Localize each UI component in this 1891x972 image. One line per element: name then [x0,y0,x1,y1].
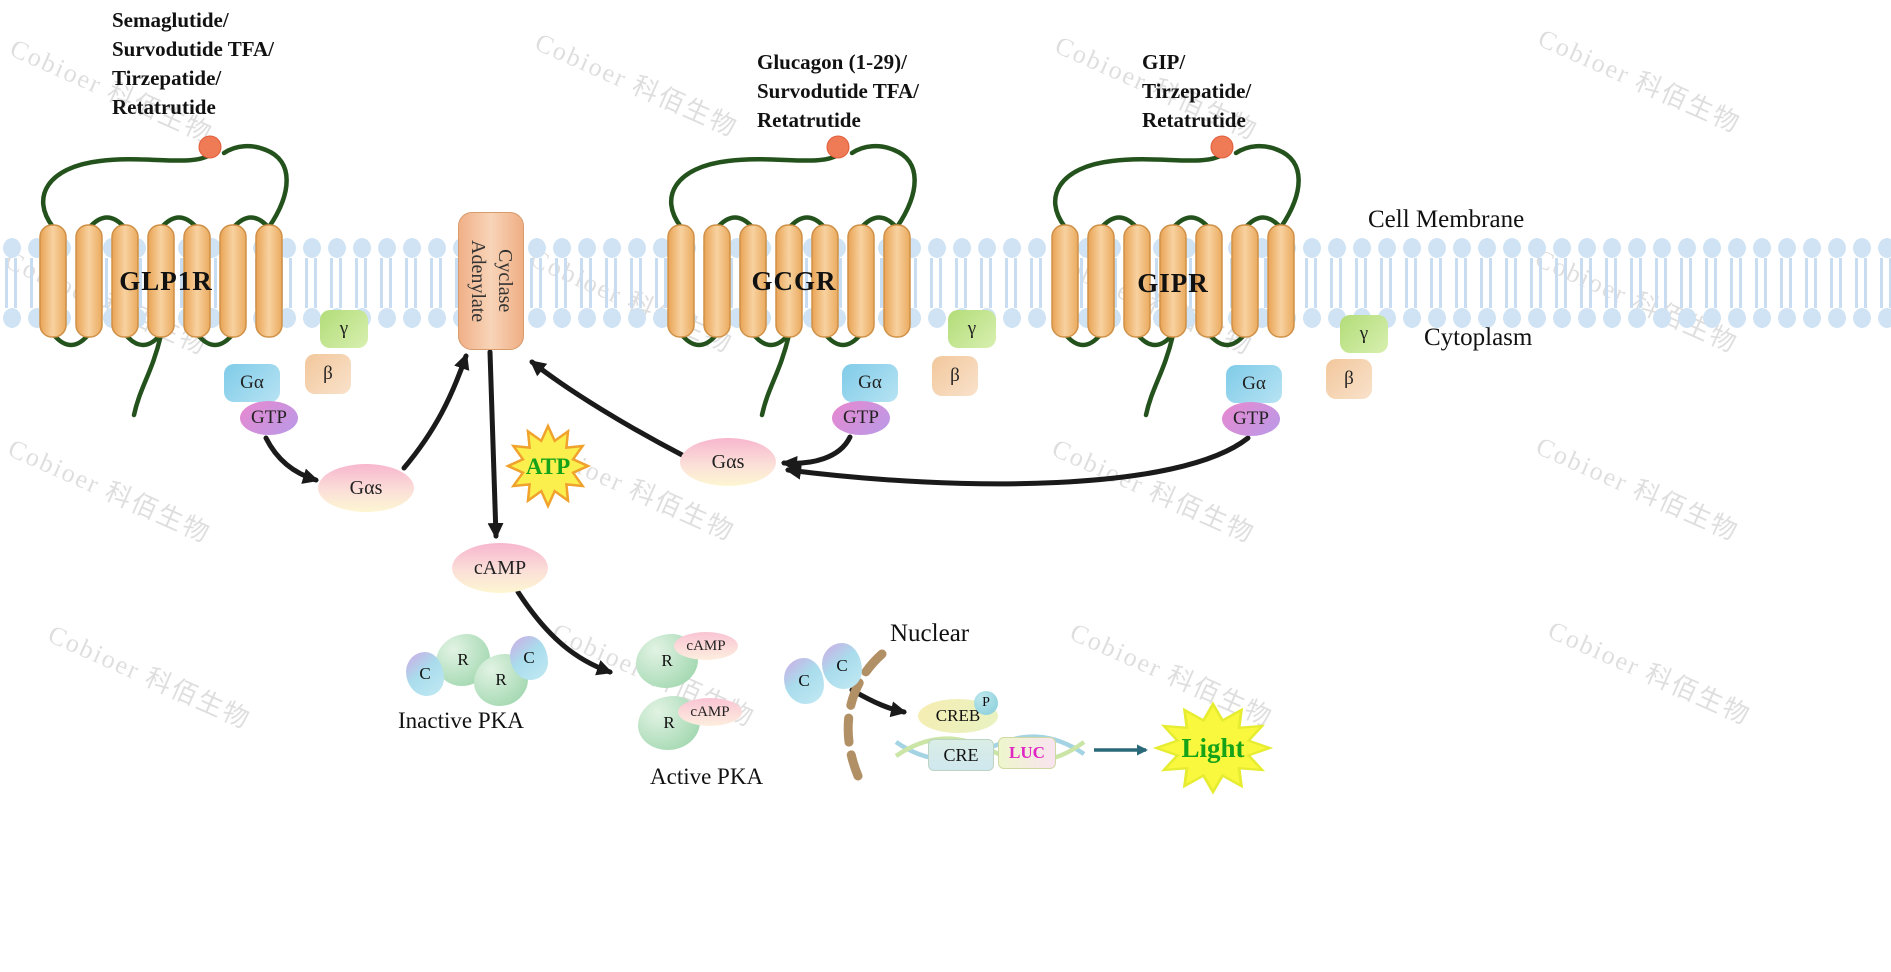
light-starburst: Light [1154,702,1272,794]
cytoplasm-label: Cytoplasm [1424,324,1533,351]
adenylate-cyclase-label: Adenylate Cyclase [464,213,518,349]
gtp-molecule: GTP [1222,402,1280,436]
atp-label: ATP [526,454,570,479]
atp-starburst: ATP [506,424,590,508]
gtp-molecule: GTP [832,401,890,435]
ligand-line: Retatrutide [112,95,216,119]
glp1r-label: GLP1R [119,266,213,296]
arrow-gtp2-to-gas [781,434,853,472]
nuclear-envelope [843,649,887,781]
glp1r-ligand-list: Semaglutide/ Survodutide TFA/ Tirzepatid… [112,6,274,122]
cre-element: CRE [928,739,994,771]
arrow-gtp3-to-gas [785,435,1251,487]
galpha-subunit: Gα [224,364,280,402]
gamma-subunit: γ [320,310,368,348]
active-pka-label: Active PKA [650,764,764,789]
ligand-line: Tirzepatide/ [112,66,222,90]
arrow-camp-to-pka [515,589,613,676]
galpha-subunit: Gα [842,364,898,402]
arrow-gas2-to-ac [529,359,687,459]
galpha-subunit: Gα [1226,365,1282,403]
gamma-subunit: γ [1340,315,1388,353]
ligand-line: Retatrutide [757,108,861,132]
inactive-pka-label: Inactive PKA [398,708,524,733]
gas-subunit: Gαs [680,438,776,486]
membrane-lipid-tails [0,258,1891,308]
ac-line1: Adenylate [467,239,489,323]
ligand-line: Retatrutide [1142,108,1246,132]
light-label: Light [1181,733,1244,763]
camp-bound: cAMP [678,698,742,726]
pka-c-subunit: C [406,652,444,696]
gas-subunit: Gαs [318,464,414,512]
gtp-molecule: GTP [240,401,298,435]
gcgr-label: GCGR [751,266,837,296]
ligand-line: Glucagon (1-29)/ [757,50,907,74]
ligand-dot [198,135,222,159]
nuclear-label: Nuclear [890,620,970,647]
camp-molecule: cAMP [452,543,548,593]
membrane-inner-leaflet [0,306,1891,330]
ligand-line: GIP/ [1142,50,1186,74]
arrow-ac-to-camp [487,349,504,539]
pka-c-subunit: C [784,658,824,704]
ligand-line: Tirzepatide/ [1142,79,1252,103]
ligand-line: Semaglutide/ [112,8,229,32]
gcgr-ligand-list: Glucagon (1-29)/ Survodutide TFA/ Retatr… [757,48,919,135]
gipr-ligand-list: GIP/ Tirzepatide/ Retatrutide [1142,48,1251,135]
membrane-outer-leaflet [0,236,1891,260]
ligand-dot [826,135,850,159]
arrow-c-to-nucleus [849,687,907,718]
pka-c-subunit: C [822,643,862,689]
beta-subunit: β [1326,359,1372,399]
ac-line2: Cyclase [494,249,516,313]
cell-membrane-label: Cell Membrane [1368,206,1525,233]
beta-subunit: β [932,356,978,396]
adenylate-cyclase: Adenylate Cyclase [458,212,524,350]
gipr-label: GIPR [1137,268,1209,298]
gamma-subunit: γ [948,310,996,348]
ligand-dot [1210,135,1234,159]
luc-reporter: LUC [998,737,1056,769]
ligand-line: Survodutide TFA/ [112,37,275,61]
pka-c-subunit: C [510,636,548,680]
arrow-gtp1-to-gas [263,435,319,484]
camp-bound: cAMP [674,632,738,660]
ligand-line: Survodutide TFA/ [757,79,920,103]
arrow-gas-to-ac [401,353,470,471]
beta-subunit: β [305,354,351,394]
phosphate-badge: P [974,691,998,715]
